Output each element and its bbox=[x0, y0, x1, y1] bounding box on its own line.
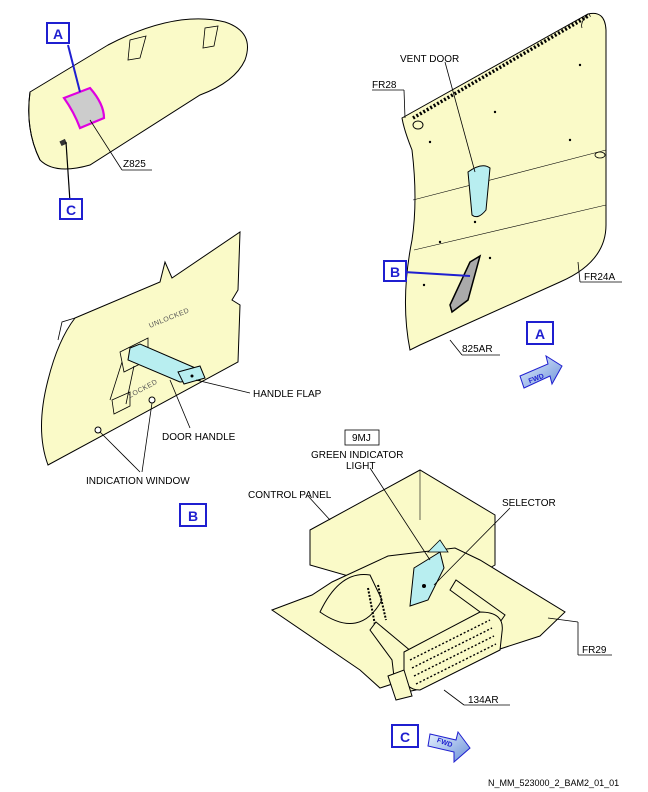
z825-label: Z825 bbox=[123, 159, 146, 170]
svg-text:A: A bbox=[535, 326, 545, 342]
svg-text:C: C bbox=[400, 729, 410, 745]
indication-window-label: INDICATION WINDOW bbox=[86, 476, 190, 487]
vent-door[interactable] bbox=[467, 165, 491, 218]
9mj-box bbox=[344, 429, 380, 446]
svg-text:C: C bbox=[66, 202, 76, 218]
fr24a-label: FR24A bbox=[584, 272, 615, 283]
callout-b-view: B bbox=[179, 503, 207, 527]
panel-c-marker bbox=[59, 138, 67, 146]
green-indicator-label-1: GREEN INDICATOR bbox=[311, 450, 403, 461]
vent-handle-b[interactable] bbox=[449, 254, 482, 314]
fwd-arrow-c: FWD bbox=[427, 730, 471, 764]
selector-label: SELECTOR bbox=[502, 498, 556, 509]
green-indicator-label-2: LIGHT bbox=[346, 461, 375, 472]
selector-lever[interactable] bbox=[409, 551, 445, 607]
handle-flap-label: HANDLE FLAP bbox=[253, 389, 322, 400]
fr29-label: FR29 bbox=[582, 645, 607, 656]
fwd-arrow-a: FWD bbox=[519, 354, 563, 389]
figure-reference: N_MM_523000_2_BAM2_01_01 bbox=[488, 778, 619, 788]
vent-door-label: VENT DOOR bbox=[400, 54, 459, 65]
view-a-panel: VENT DOOR FR28 FR24A 825AR bbox=[372, 12, 622, 356]
callout-a-view: A bbox=[526, 321, 554, 345]
callout-a-main[interactable]: A bbox=[46, 22, 70, 44]
door-handle-label: DOOR HANDLE bbox=[162, 432, 236, 443]
svg-text:A: A bbox=[53, 26, 63, 42]
fr28-label: FR28 bbox=[372, 80, 397, 91]
control-panel-label: CONTROL PANEL bbox=[248, 490, 332, 501]
callout-c-main[interactable]: C bbox=[59, 198, 83, 220]
825ar-label: 825AR bbox=[462, 344, 493, 355]
callout-b-ref[interactable]: B bbox=[383, 260, 407, 282]
svg-text:B: B bbox=[390, 264, 400, 280]
view-c-assembly: 9MJ GREEN INDICATOR LIGHT CONTROL PANEL … bbox=[248, 429, 612, 706]
indication-window-1 bbox=[94, 426, 102, 434]
fuselage-locator: Z825 bbox=[28, 18, 248, 203]
svg-text:B: B bbox=[188, 508, 198, 524]
access-panel-z825[interactable] bbox=[62, 86, 106, 130]
vent-door-panel bbox=[401, 12, 607, 351]
callout-c-view: C bbox=[391, 724, 419, 748]
indication-window-2 bbox=[148, 396, 156, 404]
9mj-label: 9MJ bbox=[352, 433, 371, 444]
134ar-label: 134AR bbox=[468, 695, 499, 706]
view-b-panel: UNLOCKED LOCKED HANDLE FLAP DOOR HANDLE … bbox=[41, 231, 322, 487]
